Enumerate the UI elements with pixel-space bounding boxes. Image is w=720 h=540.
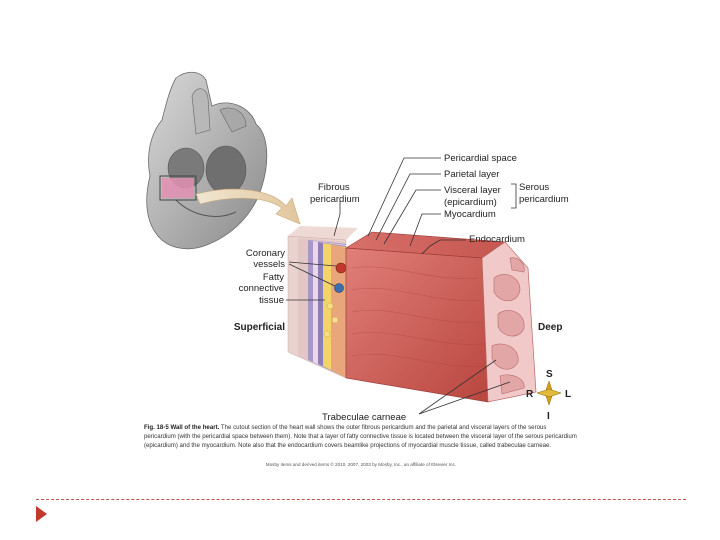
label-fatty: Fatty bbox=[263, 272, 284, 283]
label-coronary: Coronary bbox=[246, 248, 285, 259]
caption-fig-number: Fig. 18-5 bbox=[144, 424, 169, 431]
wall-cross-section bbox=[287, 226, 537, 403]
copyright-line: Mosby items and derived items © 2010, 20… bbox=[265, 462, 457, 467]
label-fibrous-pericardium: pericardium bbox=[310, 194, 360, 205]
orientation-compass: S R L I bbox=[526, 369, 571, 422]
label-deep: Deep bbox=[538, 322, 562, 333]
compass-r: R bbox=[526, 389, 534, 400]
labels: Pericardial space Parietal layer Viscera… bbox=[234, 153, 569, 423]
slide-bullet-arrow-icon bbox=[36, 506, 47, 522]
figure-caption: Fig. 18-5 Wall of the heart. The cutout … bbox=[144, 423, 578, 451]
label-serous-pericardium: pericardium bbox=[519, 194, 569, 205]
magnify-arrow bbox=[195, 188, 301, 225]
label-tissue: tissue bbox=[259, 295, 284, 306]
compass-i: I bbox=[547, 411, 550, 422]
compass-s: S bbox=[546, 369, 553, 380]
label-connective: connective bbox=[239, 283, 284, 294]
heart-illustration bbox=[146, 71, 268, 250]
slide-divider bbox=[36, 499, 686, 500]
label-visceral-layer: Visceral layer bbox=[444, 185, 501, 196]
compass-l: L bbox=[565, 389, 571, 400]
caption-title: Wall of the heart. bbox=[170, 424, 220, 431]
label-epicardium: (epicardium) bbox=[444, 197, 497, 208]
label-serous: Serous bbox=[519, 182, 549, 193]
caption-text: The cutout section of the heart wall sho… bbox=[144, 424, 577, 450]
label-endocardium: Endocardium bbox=[469, 234, 525, 245]
label-fibrous: Fibrous bbox=[318, 182, 350, 193]
label-vessels: vessels bbox=[253, 259, 285, 270]
label-superficial: Superficial bbox=[234, 322, 285, 333]
leader-lines bbox=[286, 157, 517, 415]
label-myocardium: Myocardium bbox=[444, 209, 496, 220]
label-trabeculae-carneae: Trabeculae carneae bbox=[322, 412, 406, 423]
label-pericardial-space: Pericardial space bbox=[444, 153, 517, 164]
label-parietal-layer: Parietal layer bbox=[444, 169, 499, 180]
